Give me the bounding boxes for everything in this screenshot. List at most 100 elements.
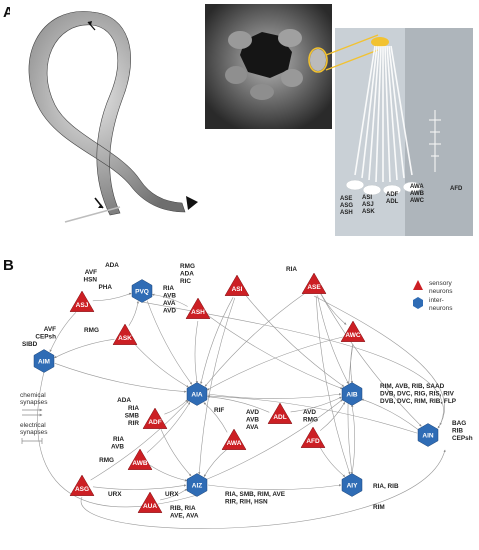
- annotation-18-line-1: BAG: [452, 420, 466, 427]
- panel-label-b: B: [3, 257, 14, 274]
- neuron-label-aua: AUA: [143, 503, 157, 510]
- amphid-label-asg: ASG: [340, 203, 353, 209]
- amphid-label-awc: AWC: [410, 198, 425, 204]
- annotation-4-line-3: RIC: [180, 278, 191, 285]
- annotation-13-line-1: RIF: [214, 407, 224, 414]
- annotation-15-line-2: RMG: [303, 417, 318, 424]
- amphid-label-asj: ASJ: [362, 202, 374, 208]
- annotation-18-line-3: CEPsh: [452, 435, 473, 442]
- annotation-2-line-1: AVF: [85, 269, 97, 276]
- legend-inter-hexagon: [413, 297, 423, 309]
- edge-ash-aib: [208, 315, 343, 388]
- neuron-asj: ASJ: [70, 291, 94, 312]
- annotation-14-line-3: AVA: [246, 424, 259, 431]
- annotation-5-line-3: AVA: [163, 300, 176, 307]
- edge-asg-aiz: [93, 485, 186, 489]
- legend-sensory-line2: neurons: [429, 288, 453, 295]
- neuron-label-afd: AFD: [306, 438, 320, 445]
- neuron-label-ain: AIN: [422, 432, 434, 439]
- annotation-12-line-2: SMB: [125, 413, 140, 420]
- annotation-20-line-1: URX: [165, 491, 179, 498]
- edge-awa-aiz: [204, 449, 227, 476]
- neuron-label-ash: ASH: [191, 309, 205, 316]
- legend-chemical-line2: synapses: [20, 399, 48, 406]
- neuron-asg: ASG: [70, 475, 94, 496]
- annotation-5-line-2: AVB: [163, 293, 176, 300]
- annotation-14-line-1: AVD: [246, 409, 259, 416]
- neuron-label-asg: ASG: [75, 486, 89, 493]
- edge-awc-aiy: [348, 344, 353, 474]
- edge-ask-aim: [55, 339, 115, 358]
- edge-adf-aiz: [161, 429, 191, 476]
- edge-awc-aia: [207, 337, 343, 390]
- legend-inter-line1: inter-: [429, 297, 444, 304]
- legend-chemical-line1: chemical: [20, 392, 46, 399]
- neuron-label-asj: ASJ: [76, 302, 89, 309]
- neuron-asi: ASI: [225, 275, 249, 296]
- annotation-11-line-1: ADA: [117, 397, 131, 404]
- head-sem-image: [205, 4, 332, 129]
- annotation-23-line-1: RIA, RIB: [373, 483, 399, 490]
- annotation-4-line-2: ADA: [180, 271, 194, 278]
- edge-asi-aia: [201, 297, 233, 383]
- neuron-aiy: AIY: [342, 474, 362, 497]
- annotation-7-line-1: AVF: [44, 326, 56, 333]
- edge-ask-aia: [134, 343, 189, 387]
- annotation-17-line-1: RMG: [99, 457, 114, 464]
- neuron-label-asi: ASI: [232, 286, 243, 293]
- neuron-ash: ASH: [186, 298, 210, 319]
- neuron-label-awc: AWC: [345, 332, 360, 339]
- annotation-15-line-1: AVD: [303, 409, 316, 416]
- neuron-ask: ASK: [113, 324, 137, 345]
- annotation-7-line-2: CEPsh: [35, 334, 56, 341]
- annotation-3-line-1: PHA: [99, 284, 113, 291]
- annotation-4-line-1: RMG: [180, 263, 195, 270]
- neuron-ase: ASE: [302, 273, 326, 294]
- neuron-adl: ADL: [268, 403, 292, 424]
- neuron-label-aiy: AIY: [347, 482, 359, 489]
- legend-sensory-triangle: [413, 280, 423, 290]
- amphid-label-adf: ADF: [386, 192, 399, 198]
- annotation-2-line-2: HSN: [84, 277, 98, 284]
- neuron-label-aiz: AIZ: [192, 482, 203, 489]
- edge-aiz-aiy: [208, 485, 341, 490]
- amphid-label-awa: AWA: [410, 184, 424, 190]
- amphid-label-ask: ASK: [362, 209, 375, 215]
- edge-ask-pvq: [129, 301, 138, 325]
- neuron-label-aib: AIB: [346, 391, 358, 398]
- annotation-22-line-2: AVE, AVA: [170, 513, 199, 520]
- amphid-label-adl: ADL: [386, 199, 399, 205]
- neuron-label-aim: AIM: [38, 358, 50, 365]
- neuron-ain: AIN: [418, 424, 438, 447]
- edge-aim-aia: [55, 363, 186, 391]
- edge-asj-pvq: [93, 293, 131, 301]
- annotation-6-line-1: RIA: [286, 266, 297, 273]
- annotation-10-line-3: DVB, DVC, RIM, RIB, FLP: [380, 398, 457, 405]
- annotation-24-line-1: RIM: [373, 504, 385, 511]
- neuron-label-adf: ADF: [148, 419, 161, 426]
- edge-adf-aia: [164, 400, 187, 414]
- neuron-label-ase: ASE: [307, 284, 321, 291]
- neuron-aiz: AIZ: [187, 474, 207, 497]
- annotation-10-line-1: RIM, AVB, RIB, SAAD: [380, 383, 445, 390]
- neuron-label-aia: AIA: [191, 391, 203, 398]
- legend-sensory-line1: sensory: [429, 280, 453, 287]
- legend-inter-line2: neurons: [429, 305, 453, 312]
- edge-awb-aiz: [150, 465, 187, 480]
- annotation-19-line-1: URX: [108, 491, 122, 498]
- annotation-16-line-1: RIA: [113, 436, 124, 443]
- annotation-1-line-1: ADA: [105, 262, 119, 269]
- neuron-aia: AIA: [187, 383, 207, 406]
- annotation-9-line-1: RMG: [84, 327, 99, 334]
- neuron-awa: AWA: [222, 429, 246, 450]
- edge-ase-awc: [321, 294, 346, 325]
- annotation-12-line-3: RIR: [128, 420, 139, 427]
- annotation-21-line-1: RIA, SMB, RIM, AVE: [225, 491, 286, 498]
- neuron-label-awb: AWB: [132, 460, 147, 467]
- annotation-22-line-1: RIB, RIA: [170, 505, 196, 512]
- edge-ase-ain: [321, 294, 422, 426]
- neuron-pvq: PVQ: [132, 280, 152, 303]
- neuron-label-adl: ADL: [273, 414, 286, 421]
